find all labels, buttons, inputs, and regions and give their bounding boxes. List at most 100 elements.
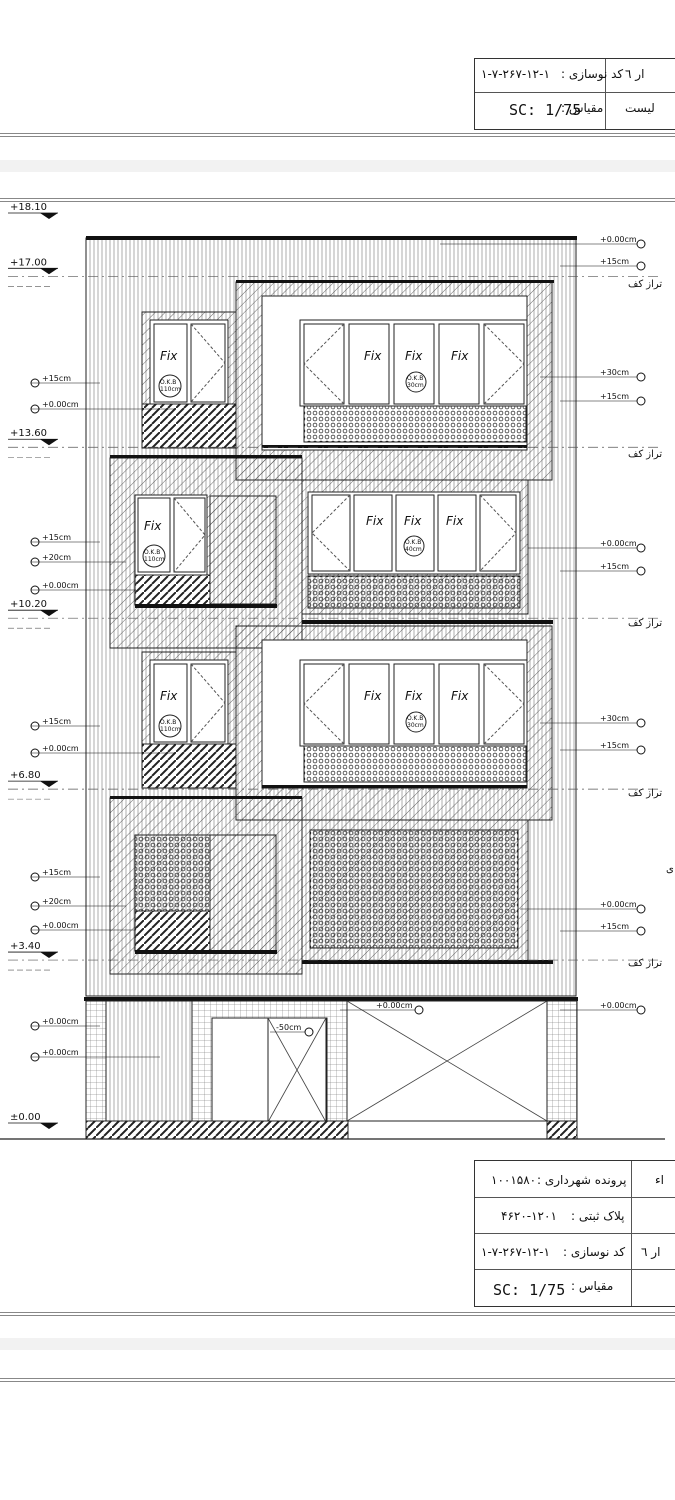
dim-door: -50cm bbox=[276, 1023, 301, 1032]
dim-label: +0.00cm bbox=[600, 539, 637, 548]
renovation-code-value: ۱-۷-۲۶۷-۱۲-۱ bbox=[481, 67, 550, 81]
window-fix-label: Fix bbox=[446, 514, 464, 528]
window-fix-label: Fix bbox=[364, 689, 382, 703]
sheet-border-line bbox=[0, 1381, 675, 1382]
dim-marker bbox=[636, 396, 646, 406]
dim-marker bbox=[636, 745, 646, 755]
okb-label: O.K.B bbox=[405, 539, 421, 546]
slab-line bbox=[262, 445, 527, 448]
dim-label: +15cm bbox=[42, 717, 71, 726]
scale-value: SC: 1/75 bbox=[493, 1281, 566, 1299]
renovation-code-label: کد نوسازی : bbox=[561, 67, 624, 81]
window-fix-label: Fix bbox=[451, 689, 469, 703]
window-fix-label: Fix bbox=[364, 349, 382, 363]
sheet-border-line bbox=[0, 136, 675, 137]
renovation-code-label: کد نوسازی : bbox=[563, 1245, 626, 1259]
okb-label: O.K.B bbox=[407, 715, 423, 722]
ground-dimension-callouts: +0.00cm -50cm bbox=[270, 1001, 424, 1037]
dim-label: +0.00cm bbox=[600, 1001, 637, 1010]
dim-label: +0.00cm bbox=[42, 1048, 79, 1057]
slab-line bbox=[236, 280, 554, 283]
level-label: ±0.00 bbox=[10, 1112, 41, 1123]
dim-ground-center: +0.00cm bbox=[376, 1001, 413, 1010]
level-label: +6.80 bbox=[10, 770, 41, 781]
title-row-divider bbox=[475, 1197, 675, 1198]
scale-label: مقیاس : bbox=[561, 101, 604, 115]
dim-label: +0.00cm bbox=[600, 235, 637, 244]
dim-label: +0.00cm bbox=[42, 744, 79, 753]
sheet-border-line bbox=[0, 1378, 675, 1379]
okb-height: 110cm bbox=[144, 556, 165, 563]
window-fix-label: Fix bbox=[405, 349, 423, 363]
right-dimension-callouts: +0.00cm +15cm +30cm +15cm +0.00cm +15cm +30cm +… bbox=[440, 235, 646, 1015]
dim-label: +0.00cm bbox=[42, 1017, 79, 1026]
dim-marker bbox=[636, 926, 646, 936]
floor-level-label: تراز کف bbox=[628, 279, 662, 290]
window-fix-label: Fix bbox=[366, 514, 384, 528]
parapet-solid bbox=[141, 403, 237, 449]
registered-plate-label: پلاک ثبتی : bbox=[571, 1209, 625, 1223]
scale-label: مقیاس : bbox=[571, 1279, 614, 1293]
floor-level-label: تراز کف bbox=[628, 618, 662, 629]
dim-marker bbox=[636, 904, 646, 914]
registered-plate-value: ۴۶۲۰-۱۲۰۱ bbox=[501, 1209, 557, 1223]
dim-label: +0.00cm bbox=[42, 400, 79, 409]
level-label: +3.40 bbox=[10, 941, 41, 952]
dim-label: +30cm bbox=[600, 368, 629, 377]
title-block-bottom: ۱۰۰۱۵۸۰ پرونده شهرداری : اء ۴۶۲۰-۱۲۰۱ پل… bbox=[474, 1160, 675, 1307]
level-label: +17.00 bbox=[10, 257, 47, 268]
dim-label: +30cm bbox=[600, 714, 629, 723]
left-dimension-callouts: +15cm+0.00cm+15cm+20cm+0.00cm+15cm+0.00c… bbox=[30, 374, 176, 1062]
dim-label: +0.00cm bbox=[42, 921, 79, 930]
window-fix-label: Fix bbox=[405, 689, 423, 703]
dim-label: +15cm bbox=[600, 392, 629, 401]
okb-label: O.K.B bbox=[407, 375, 423, 382]
window-fix-label: Fix bbox=[404, 514, 422, 528]
roof-parapet-line bbox=[86, 236, 577, 240]
window-fix-label: Fix bbox=[451, 349, 469, 363]
window-fix-label: Fix bbox=[160, 689, 178, 703]
window-fix-label: Fix bbox=[144, 519, 162, 533]
sheet-border-line bbox=[0, 1312, 675, 1313]
perforated-screen bbox=[309, 829, 519, 949]
okb-height: 30cm bbox=[407, 382, 424, 389]
dim-marker bbox=[636, 718, 646, 728]
level-marker-triangle bbox=[40, 610, 58, 617]
window-fix-label: Fix bbox=[160, 349, 178, 363]
level-marker-triangle bbox=[40, 1123, 58, 1129]
title-fragment: ار ٦ bbox=[641, 1245, 661, 1259]
level-marker-triangle bbox=[40, 213, 58, 219]
level-label: +13.60 bbox=[10, 428, 47, 439]
level-marker-triangle bbox=[40, 268, 58, 275]
dim-label: +20cm bbox=[42, 897, 71, 906]
dim-label: +15cm bbox=[42, 533, 71, 542]
scale-value: SC: 1/75 bbox=[509, 101, 582, 119]
floor-level-label: تراز کف bbox=[628, 958, 662, 969]
dim-marker bbox=[636, 543, 646, 553]
ground-slab-line bbox=[84, 997, 578, 1001]
okb-label: O.K.B bbox=[144, 549, 160, 556]
okb-height: 30cm bbox=[407, 722, 424, 729]
okb-height: 40cm bbox=[405, 546, 422, 553]
dim-label: +15cm bbox=[600, 741, 629, 750]
dim-label: +15cm bbox=[600, 922, 629, 931]
dim-marker bbox=[636, 261, 646, 271]
title-col-divider bbox=[631, 1161, 632, 1306]
sheet-border-line bbox=[0, 1315, 675, 1316]
level-marker-triangle bbox=[40, 952, 58, 959]
level-label: +10.20 bbox=[10, 599, 47, 610]
sheet-border-line bbox=[0, 133, 675, 134]
okb-height: 110cm bbox=[160, 386, 181, 393]
renovation-code-value: ۱-۷-۲۶۷-۱۲-۱ bbox=[481, 1245, 550, 1259]
okb-height: 110cm bbox=[160, 726, 181, 733]
title-row-divider bbox=[475, 1233, 675, 1234]
title-block-top: ۱-۷-۲۶۷-۱۲-۱ کد نوسازی : ار ٦ SC: 1/75 م… bbox=[474, 58, 675, 130]
title-col-divider bbox=[605, 59, 606, 129]
dim-label: +15cm bbox=[600, 562, 629, 571]
sheet-border-line bbox=[0, 201, 675, 202]
dim-label: +20cm bbox=[42, 553, 71, 562]
sheet-border-line bbox=[0, 198, 675, 199]
municipal-file-value: ۱۰۰۱۵۸۰ bbox=[491, 1173, 537, 1187]
floor-level-label: تراز کف bbox=[628, 449, 662, 460]
window-panes-floor-4 bbox=[303, 323, 525, 405]
